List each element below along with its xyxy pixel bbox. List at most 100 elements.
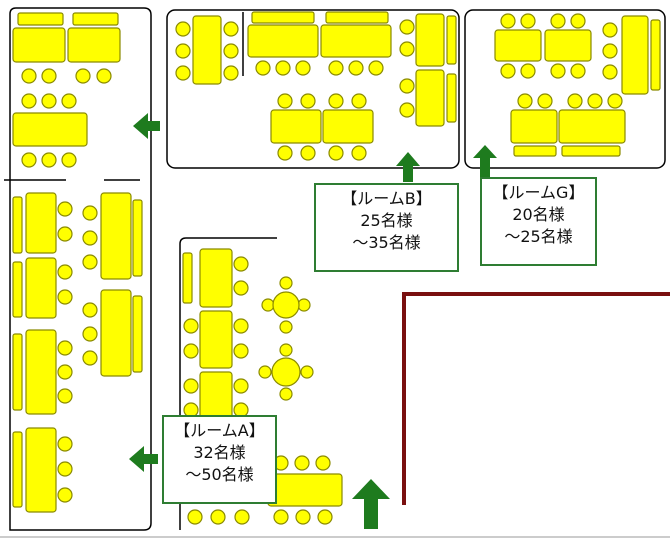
chair (297, 298, 311, 312)
chair (295, 509, 311, 525)
table (270, 109, 322, 144)
chair (300, 145, 316, 161)
chair (279, 387, 293, 401)
chair (223, 21, 239, 37)
chair (399, 78, 415, 94)
chair (279, 276, 293, 290)
table (558, 109, 626, 144)
table (199, 310, 233, 369)
chair (520, 63, 536, 79)
chair (223, 43, 239, 59)
room-a-name: 【ルームA】 (174, 421, 265, 440)
chair (351, 145, 367, 161)
bench (650, 19, 661, 91)
chair (328, 93, 344, 109)
chair (82, 205, 98, 221)
chair (223, 65, 239, 81)
bench (513, 145, 557, 157)
chair (275, 60, 291, 76)
chair (399, 41, 415, 57)
chair (279, 320, 293, 334)
room-g-label: 【ルームG】 20名様 ～25名様 (480, 177, 597, 266)
chair (587, 93, 603, 109)
chair (295, 60, 311, 76)
left-room-lower-furniture (12, 192, 143, 513)
chair (183, 378, 199, 394)
bench (72, 12, 119, 26)
chair (57, 201, 73, 217)
bench (561, 145, 621, 157)
chair (82, 254, 98, 270)
chair (368, 60, 384, 76)
chair (21, 152, 37, 168)
chair (57, 487, 73, 503)
chair (57, 436, 73, 452)
bench (12, 431, 23, 508)
table (12, 27, 66, 63)
table (12, 112, 88, 147)
table (322, 109, 374, 144)
bench (17, 12, 64, 26)
room-a-capacity-max: ～50名様 (185, 465, 254, 484)
chair (315, 455, 331, 471)
bench (325, 11, 389, 24)
bench (12, 333, 23, 411)
bench (132, 199, 143, 277)
room-b-capacity-max: ～35名様 (352, 233, 421, 252)
left-room (4, 7, 152, 531)
chair (607, 93, 623, 109)
chair (602, 43, 618, 59)
chair (258, 365, 272, 379)
chair (567, 93, 583, 109)
chair (41, 68, 57, 84)
chair (61, 152, 77, 168)
chair (233, 318, 249, 334)
chair (294, 455, 310, 471)
room-b-name: 【ルームB】 (341, 189, 432, 208)
chair (277, 145, 293, 161)
bench (251, 11, 315, 24)
chair (233, 343, 249, 359)
room-a (179, 237, 343, 530)
chair (57, 226, 73, 242)
chair (570, 13, 586, 29)
arrow-up-icon (396, 152, 420, 182)
chair (517, 93, 533, 109)
room-g-name: 【ルームG】 (492, 183, 585, 202)
table (100, 192, 132, 280)
chair (57, 340, 73, 356)
chair (602, 22, 618, 38)
chair (82, 230, 98, 246)
chair (520, 13, 536, 29)
room-b-capacity: 25名様 (360, 211, 413, 230)
chair (233, 256, 249, 272)
chair (61, 93, 77, 109)
table (415, 13, 445, 67)
chair (550, 63, 566, 79)
chair (57, 461, 73, 477)
table (25, 427, 57, 513)
bench (446, 73, 457, 123)
room-g-wall (464, 9, 666, 169)
chair (261, 298, 275, 312)
table (25, 329, 57, 415)
bench (12, 261, 23, 318)
chair (57, 264, 73, 280)
table (25, 192, 57, 254)
table (494, 29, 542, 62)
table (199, 248, 233, 308)
chair (234, 509, 250, 525)
chair (233, 378, 249, 394)
bench (182, 252, 193, 304)
bench (132, 295, 143, 373)
arrow-left-icon (129, 446, 158, 472)
table (544, 29, 592, 62)
round-table (272, 291, 300, 319)
chair (175, 21, 191, 37)
room-g-capacity-max: ～25名様 (504, 227, 573, 246)
table (247, 24, 319, 58)
chair (233, 280, 249, 296)
chair (537, 93, 553, 109)
round-table (271, 357, 301, 387)
